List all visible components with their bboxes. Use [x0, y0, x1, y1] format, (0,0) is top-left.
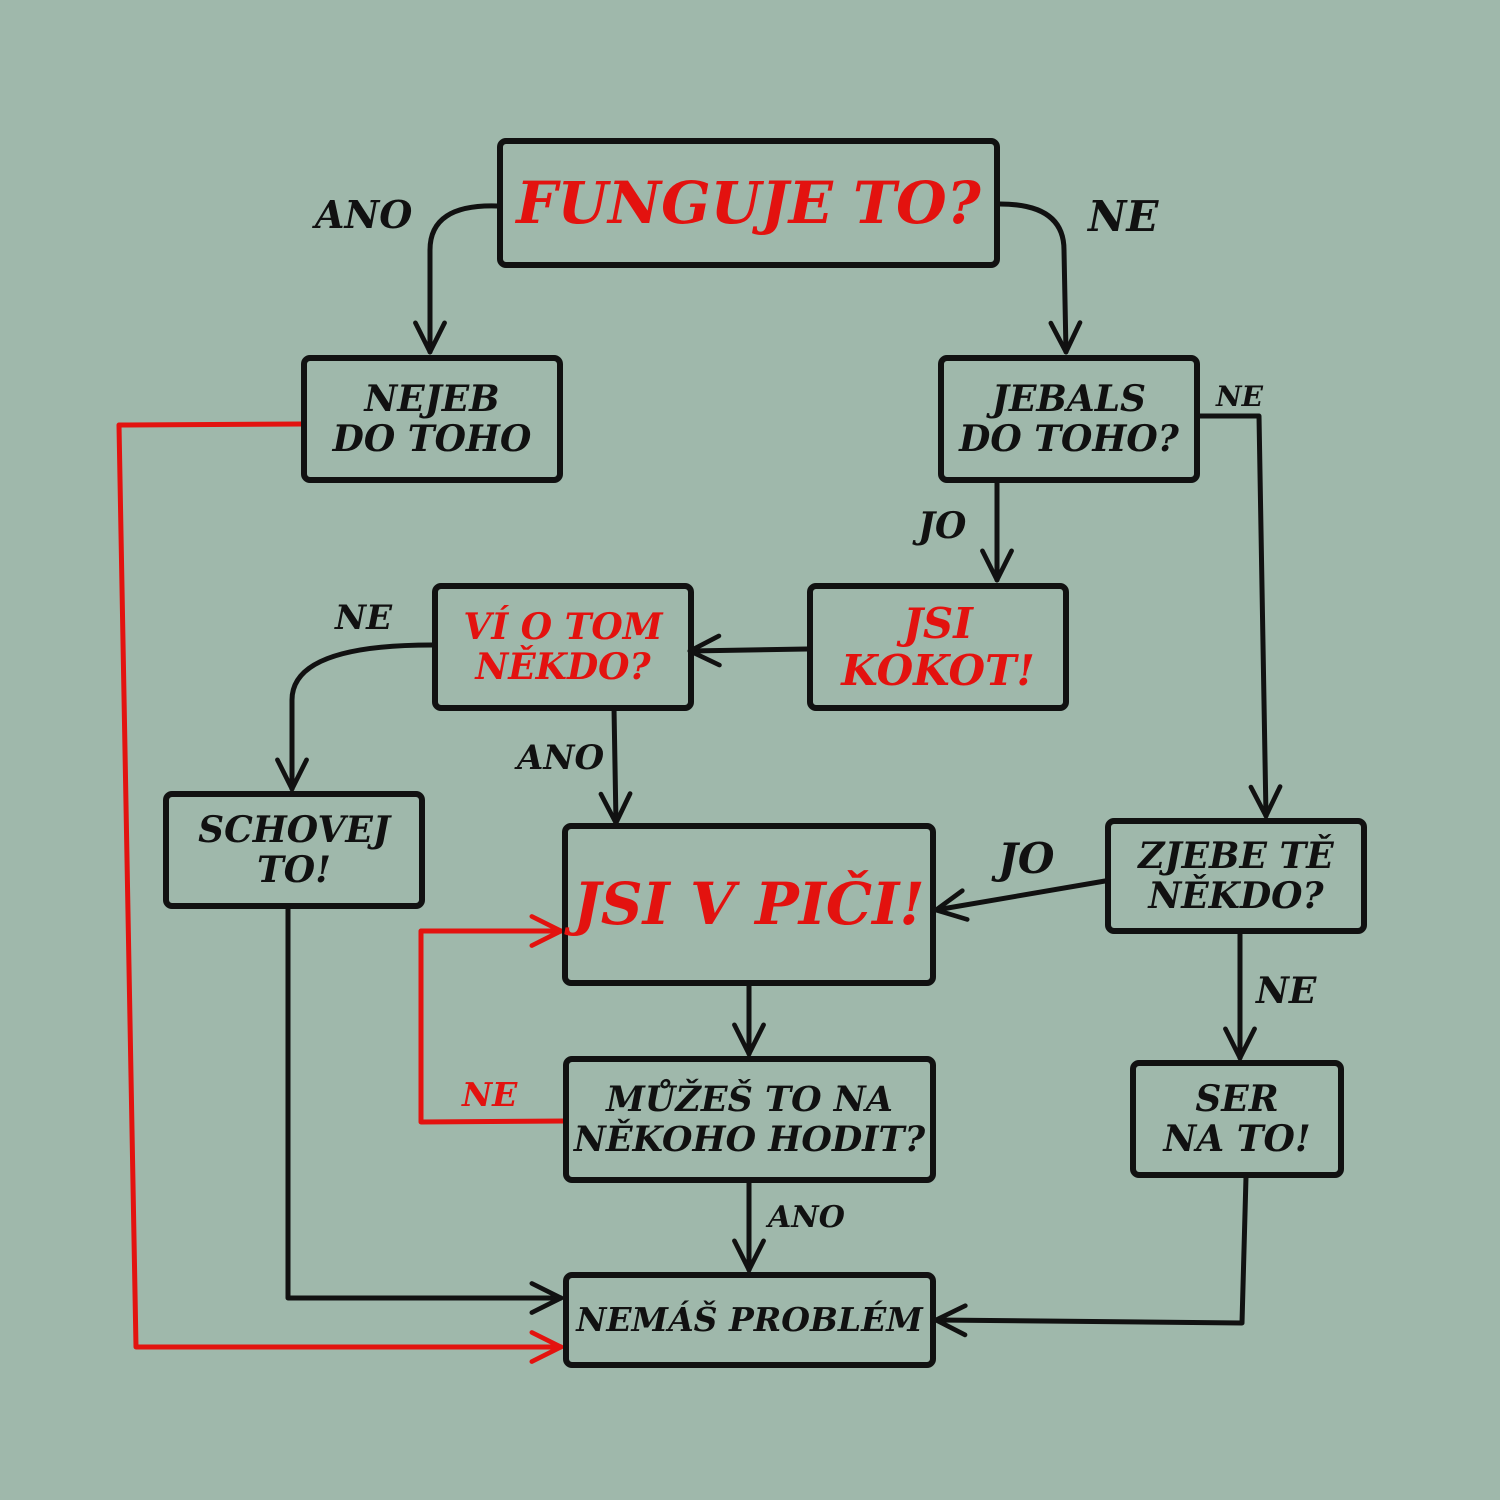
node-nejeb-do-toho: NEJEB DO TOHO — [301, 355, 563, 483]
edge-label-muzes-ne: NE — [462, 1075, 518, 1114]
arrow-ser-nemas — [933, 1174, 1249, 1338]
arrow-zjebe-jo — [933, 878, 1108, 922]
arrow-start-ano — [413, 203, 500, 355]
node-nemas-problem: NEMÁŠ PROBLÉM — [563, 1272, 936, 1368]
arrow-vi-ne — [275, 642, 435, 792]
node-vi-o-tom-nekdo: VÍ O TOM NĚKDO? — [432, 583, 694, 711]
arrow-jebals-ne — [1196, 413, 1283, 819]
edge-label-muzes-ano: ANO — [768, 1200, 845, 1235]
edge-label-start-ano: ANO — [315, 192, 413, 237]
edge-label-zjebe-jo: JO — [998, 834, 1055, 883]
arrow-nejeb-nemas — [116, 421, 564, 1364]
node-schovej-to: SCHOVEJ TO! — [163, 791, 425, 909]
node-jebals-do-toho: JEBALS DO TOHO? — [938, 355, 1200, 483]
arrow-schovej-nemas — [285, 903, 564, 1315]
edge-label-zjebe-ne: NE — [1256, 970, 1317, 1012]
node-ser-na-to: SER NA TO! — [1130, 1060, 1344, 1178]
node-jsi-kokot: JSI KOKOT! — [807, 583, 1069, 711]
edge-label-vi-ano: ANO — [517, 738, 605, 778]
edge-label-vi-ne: NE — [335, 598, 392, 638]
node-jsi-v-pici: JSI V PIČI! — [562, 823, 936, 986]
node-muzes-to-hodit: MŮŽEŠ TO NA NĚKOHO HODIT? — [563, 1056, 936, 1183]
edge-label-jebals-jo: JO — [918, 505, 967, 547]
edge-label-start-ne: NE — [1088, 192, 1159, 241]
node-funguje-to: FUNGUJE TO? — [497, 138, 1000, 268]
edge-label-jebals-ne: NE — [1216, 380, 1263, 413]
arrow-kokot-vi — [687, 633, 810, 668]
node-zjebe-te-nekdo: ZJEBE TĚ NĚKDO? — [1105, 818, 1367, 934]
arrow-muzes-ne — [418, 914, 568, 1125]
arrow-start-ne — [997, 201, 1083, 355]
arrow-vi-ano — [598, 705, 633, 826]
